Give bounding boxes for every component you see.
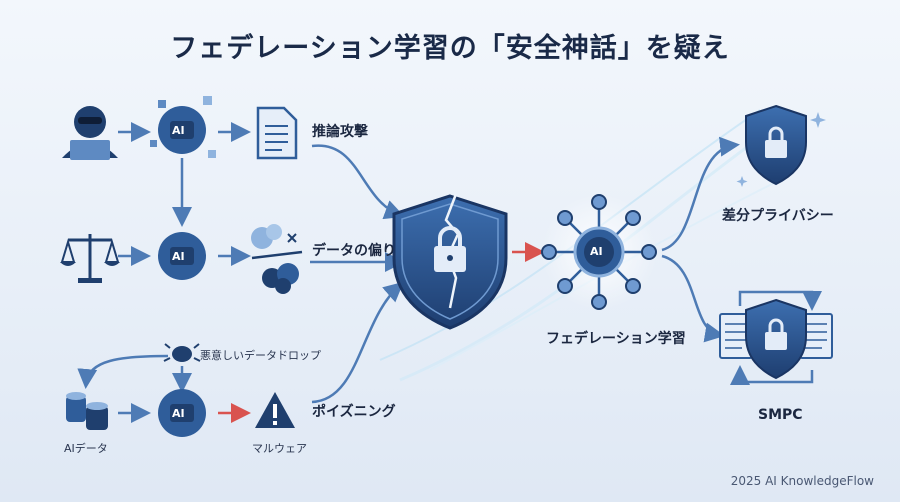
federated-hub-icon bbox=[541, 194, 657, 310]
label-inference-attack: 推論攻撃 bbox=[312, 124, 368, 140]
footer-credit: 2025 AI KnowledgeFlow bbox=[730, 474, 874, 488]
smpc-shield-icon bbox=[719, 290, 833, 385]
document-icon bbox=[256, 106, 298, 160]
broken-ai-brain-icon bbox=[150, 96, 216, 158]
balance-scale-icon bbox=[60, 234, 120, 283]
label-malware: マルウェア bbox=[252, 442, 307, 455]
label-differential-privacy: 差分プライバシー bbox=[722, 208, 834, 224]
label-ai-data: AIデータ bbox=[64, 442, 108, 455]
ai-badge-2: AI bbox=[172, 250, 185, 263]
broken-shield-icon bbox=[392, 193, 508, 330]
label-poisoning: ポイズニング bbox=[312, 404, 396, 420]
label-data-bias: データの偏り bbox=[312, 243, 396, 259]
ai-brain-icon-poisoned bbox=[158, 389, 206, 437]
shield-lock-icon bbox=[736, 104, 826, 187]
page-title: フェデレーション学習の「安全神話」を疑え bbox=[170, 33, 730, 64]
hacker-icon bbox=[62, 106, 118, 160]
label-smpc: SMPC bbox=[758, 407, 803, 423]
data-cluster-icon bbox=[251, 224, 303, 294]
ai-badge-1: AI bbox=[172, 124, 185, 137]
ai-brain-icon bbox=[158, 232, 206, 280]
warning-icon bbox=[255, 392, 295, 428]
ai-badge-3: AI bbox=[172, 407, 185, 420]
ai-badge-hub: AI bbox=[590, 245, 603, 258]
label-federated-learning: フェデレーション学習 bbox=[546, 331, 686, 347]
database-icon bbox=[66, 392, 108, 430]
label-malicious-data-drop: 悪意しいデータドロップ bbox=[200, 349, 321, 362]
bug-icon bbox=[163, 343, 201, 362]
